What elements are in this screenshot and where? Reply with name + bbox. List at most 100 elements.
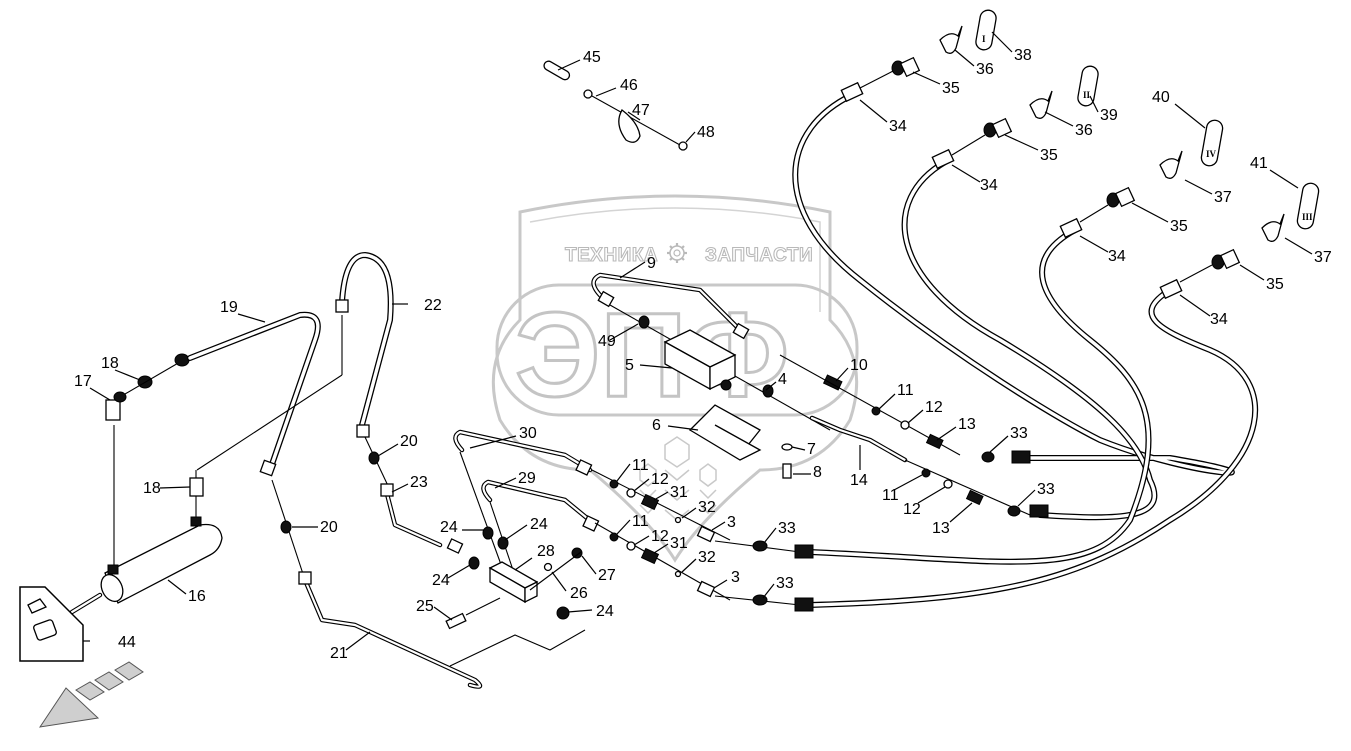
callout-leader-45 [557, 59, 581, 71]
callout-label-4: 4 [778, 371, 787, 388]
callout-label-35: 35 [942, 80, 960, 97]
callout-leader-34 [1179, 294, 1211, 317]
callout-leader-12 [633, 478, 650, 492]
arrow-left-down-icon [38, 661, 144, 728]
callout-leader-11 [878, 393, 896, 410]
callout-leader-31 [653, 491, 669, 501]
callout-leader-33 [763, 527, 777, 544]
callout-label-10: 10 [850, 357, 868, 374]
callout-leader-40 [1174, 103, 1206, 129]
callout-label-18: 18 [101, 355, 119, 372]
callout-leader-36 [954, 49, 975, 67]
hose-19 [187, 311, 321, 581]
callout-leader-39 [1089, 95, 1099, 113]
callout-label-12: 12 [925, 399, 943, 416]
callout-leader-11 [616, 519, 631, 535]
callout-leader-3 [713, 579, 728, 589]
callout-label-47: 47 [632, 102, 650, 119]
callout-label-27: 27 [598, 567, 616, 584]
leader-18-connector [196, 374, 343, 471]
callout-leader-32 [681, 507, 697, 519]
callout-label-48: 48 [697, 124, 715, 141]
callout-label-37: 37 [1214, 189, 1232, 206]
callout-leader-46 [595, 87, 617, 97]
callout-label-39: 39 [1100, 107, 1118, 124]
callout-label-31: 31 [670, 535, 688, 552]
callout-leader-7 [791, 446, 806, 451]
callout-label-24: 24 [530, 516, 548, 533]
callout-label-35: 35 [1266, 276, 1284, 293]
callout-label-35: 35 [1040, 147, 1058, 164]
hose-22 [335, 251, 394, 491]
callout-label-32: 32 [698, 549, 716, 566]
callout-label-14: 14 [850, 472, 868, 489]
callout-label-22: 22 [424, 297, 442, 314]
fittings-31-32-3 [591, 469, 814, 612]
clamp-set [543, 60, 688, 151]
callout-label-3: 3 [731, 569, 740, 586]
callout-leader-35 [1004, 134, 1039, 151]
callout-leader-21 [345, 631, 371, 651]
callout-label-36: 36 [1075, 122, 1093, 139]
callout-leader-11 [616, 463, 631, 482]
watermark-shield-inner [529, 207, 821, 312]
identification-tags: I II IV III [975, 9, 1320, 230]
callout-label-19: 19 [220, 299, 238, 316]
callout-leader-33 [762, 583, 775, 599]
callout-leader-47 [627, 111, 641, 121]
callout-leader-24 [567, 609, 593, 613]
callout-leader-3 [711, 521, 726, 531]
callout-leader-36 [1044, 111, 1074, 127]
valve-block-5 [591, 272, 1049, 518]
callout-label-12: 12 [903, 501, 921, 518]
callout-label-24: 24 [596, 603, 614, 620]
tag-40 [1200, 119, 1224, 167]
callout-leader-35 [1131, 202, 1169, 223]
callout-label-21: 21 [330, 645, 348, 662]
callout-leader-33 [989, 435, 1009, 453]
callout-leader-5 [639, 364, 673, 369]
callout-label-49: 49 [598, 333, 616, 350]
tag-39-numeral: II [1083, 90, 1091, 100]
callout-leader-41 [1269, 169, 1299, 189]
callout-leader-34 [859, 99, 888, 123]
callout-label-26: 26 [570, 585, 588, 602]
callout-label-34: 34 [980, 177, 998, 194]
callout-leader-38 [991, 31, 1013, 53]
callout-leader-10 [835, 367, 849, 382]
watermark: ТЕХНИКА ЗАПЧАСТИ ЭПФ [491, 194, 859, 563]
tube-23 [380, 483, 464, 554]
callout-leader-37 [1284, 237, 1313, 255]
callout-label-34: 34 [1108, 248, 1126, 265]
callout-leader-12 [907, 409, 924, 424]
callout-label-41: 41 [1250, 155, 1268, 172]
callout-label-45: 45 [583, 49, 601, 66]
callout-label-13: 13 [958, 416, 976, 433]
tag-40-numeral: IV [1206, 149, 1217, 159]
callout-label-29: 29 [518, 470, 536, 487]
couplers [840, 25, 1285, 300]
tag-41 [1296, 182, 1320, 230]
callout-label-34: 34 [889, 118, 907, 135]
callout-label-9: 9 [647, 255, 656, 272]
callout-leader-32 [681, 558, 697, 573]
callout-leader-13 [949, 502, 973, 523]
callout-leader-4 [765, 381, 777, 391]
hose-34-set [792, 92, 1259, 608]
callout-label-28: 28 [537, 543, 555, 560]
callout-label-38: 38 [1014, 47, 1032, 64]
callout-label-24: 24 [432, 572, 450, 589]
callout-label-32: 32 [698, 499, 716, 516]
callout-leader-30 [469, 435, 517, 449]
callout-label-11: 11 [882, 487, 899, 504]
callout-label-16: 16 [188, 588, 206, 605]
tag-41-numeral: III [1302, 212, 1313, 222]
callout-label-20: 20 [320, 519, 338, 536]
callout-leader-34 [951, 164, 981, 183]
callout-leader-9 [619, 261, 646, 279]
callout-leader-37 [1184, 179, 1213, 195]
callout-leader-18 [159, 486, 191, 489]
callout-label-23: 23 [410, 474, 428, 491]
